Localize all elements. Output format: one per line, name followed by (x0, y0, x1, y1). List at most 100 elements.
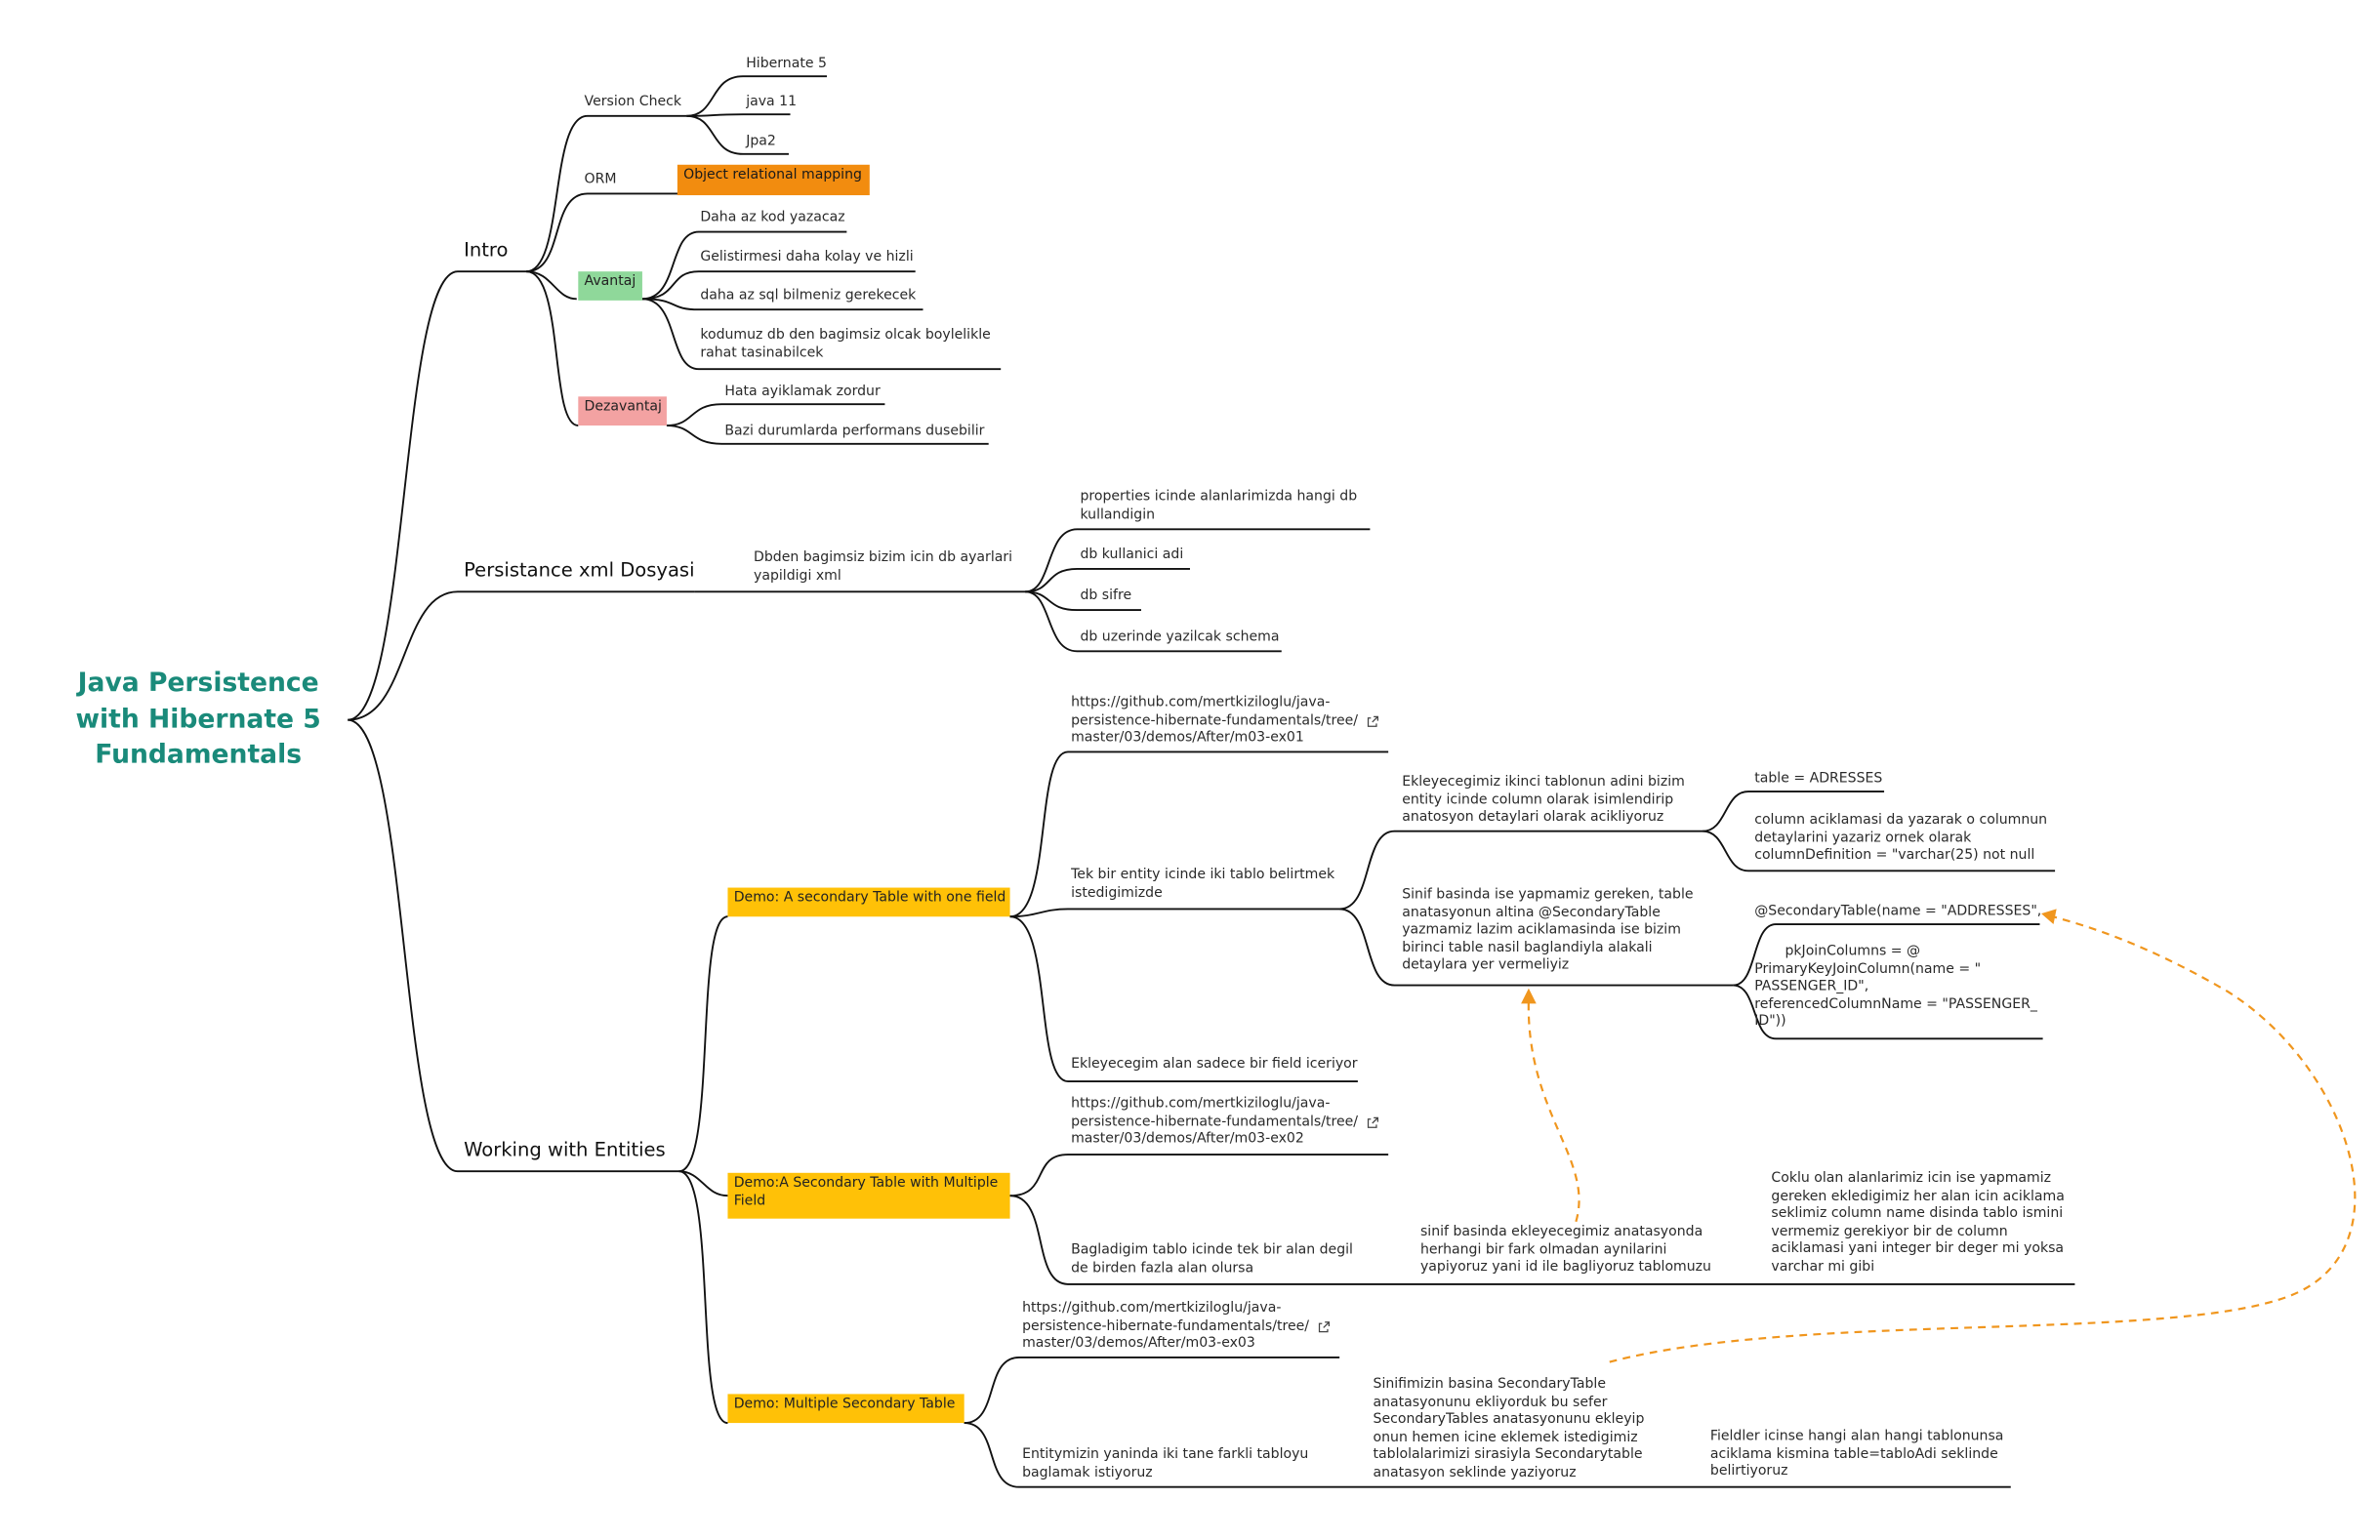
text-line: Demo:A Secondary Table with Multiple (733, 1175, 999, 1192)
topic-db-sifre[interactable]: db sifre (1080, 588, 1132, 604)
topic-demo-one-field[interactable]: Demo: A secondary Table with one field (727, 887, 1010, 917)
external-link-icon[interactable] (1366, 1116, 1379, 1130)
topic-kodumuz-db-bagimsiz[interactable]: kodumuz db den bagimsiz olcak boylelikle… (700, 328, 990, 363)
text-line: herhangi bir fark olmadan aynilarini (1419, 1241, 1667, 1258)
topic-entitymizin[interactable]: Entitymizin yaninda iki tane farkli tabl… (1022, 1447, 1308, 1482)
topic-java-11[interactable]: java 11 (746, 94, 798, 110)
text-line: persistence-hibernate-fundamentals/tree/ (1022, 1318, 1310, 1334)
topic-ikinci-tablo[interactable]: Ekleyecegimiz ikinci tablonun adini bizi… (1402, 775, 1685, 828)
text-line: anatosyon detaylari olarak acikliyoruz (1402, 809, 1664, 826)
topic-secondary-table-annotation[interactable]: @SecondaryTable(name = "ADDRESSES", (1754, 904, 2042, 920)
text-line: kodumuz db den bagimsiz olcak boylelikle (700, 328, 991, 344)
text-line: https://github.com/mertkiziloglu/java- (1071, 1096, 1331, 1113)
text-line: onun hemen icine eklemek istedigimiz (1373, 1430, 1638, 1445)
text-line: istedigimizde (1071, 885, 1163, 901)
topic-url-m03-ex01[interactable]: https://github.com/mertkiziloglu/java- p… (1071, 696, 1358, 749)
topic-ekleyecegim-alan[interactable]: Ekleyecegim alan sadece bir field iceriy… (1071, 1057, 1358, 1073)
text-line: pkJoinColumns = @ (1785, 944, 1921, 960)
topic-daha-az-kod[interactable]: Daha az kod yazacaz (700, 210, 845, 226)
topic-jpa2[interactable]: Jpa2 (746, 134, 776, 150)
external-link-icon[interactable] (1317, 1320, 1331, 1334)
text-line: referencedColumnName = "PASSENGER_ (1754, 996, 2037, 1012)
root-topic[interactable]: Java Persistence with Hibernate 5 Fundam… (62, 667, 336, 774)
topic-demo-multiple-secondary[interactable]: Demo: Multiple Secondary Table (727, 1394, 964, 1424)
topic-db-kullanici[interactable]: db kullanici adi (1080, 547, 1184, 563)
text-line: Sinifimizin basina SecondaryTable (1373, 1377, 1606, 1393)
topic-object-relational-mapping[interactable]: Object relational mapping (677, 164, 870, 196)
topic-column-aciklamasi[interactable]: column aciklamasi da yazarak o columnun … (1754, 813, 2047, 866)
text-line: Tek bir entity icinde iki tablo belirtme… (1071, 868, 1335, 883)
topic-gelistirmesi-kolay[interactable]: Gelistirmesi daha kolay ve hizli (700, 250, 914, 265)
text-line: tablolalarimizi sirasiyla Secondarytable (1373, 1447, 1643, 1463)
text-line: persistence-hibernate-fundamentals/tree/ (1071, 712, 1359, 729)
topic-orm[interactable]: ORM (584, 172, 617, 188)
root-title-line-2: with Hibernate 5 (75, 704, 321, 735)
text-line: Bagladigim tablo icinde tek bir alan deg… (1071, 1242, 1353, 1259)
topic-persistance-xml[interactable]: Persistance xml Dosyasi (464, 557, 695, 582)
text-line: anatasyonunu ekliyorduk bu sefer (1373, 1395, 1608, 1410)
topic-sinif-basinda[interactable]: Sinif basinda ise yapmamiz gereken, tabl… (1402, 888, 1693, 976)
topic-tek-bir-entity[interactable]: Tek bir entity icinde iki tablo belirtme… (1071, 868, 1334, 903)
topic-hibernate-5[interactable]: Hibernate 5 (746, 56, 827, 72)
text-line: baglamak istiyoruz (1022, 1465, 1153, 1480)
text-line: birinci table nasil baglandiyla alakali (1402, 940, 1653, 956)
text-line: entity icinde column olarak isimlendirip (1402, 791, 1674, 808)
topic-intro[interactable]: Intro (464, 237, 509, 262)
text-line: anatasyonun altina @SecondaryTable (1402, 905, 1661, 921)
text-line: Sinif basinda ise yapmamiz gereken, tabl… (1402, 887, 1694, 904)
text-line: sinif basinda ekleyecegimiz anatasyonda (1419, 1224, 1703, 1240)
topic-dbden-bagimsiz[interactable]: Dbden bagimsiz bizim icin db ayarlari ya… (754, 550, 1012, 586)
topic-properties[interactable]: properties icinde alanlarimizda hangi db… (1080, 490, 1357, 525)
text-line: properties icinde alanlarimizda hangi db (1080, 489, 1358, 506)
text-line: Dbden bagimsiz bizim icin db ayarlari (754, 550, 1013, 566)
topic-pk-join-columns[interactable]: pkJoinColumns = @ PrimaryKeyJoinColumn(n… (1754, 944, 2037, 1032)
root-title-line-1: Java Persistence (77, 668, 319, 699)
topic-version-check[interactable]: Version Check (584, 94, 682, 110)
topic-hata-ayiklamak[interactable]: Hata ayiklamak zordur (724, 384, 881, 400)
topic-demo-multiple-field[interactable]: Demo:A Secondary Table with Multiple Fie… (727, 1172, 1010, 1219)
text-line: Ekleyecegimiz ikinci tablonun adini bizi… (1402, 774, 1685, 790)
topic-daha-az-sql[interactable]: daha az sql bilmeniz gerekecek (700, 288, 917, 304)
external-link-icon[interactable] (1366, 715, 1379, 729)
text-line: aciklamasi yani integer bir deger mi yok… (1771, 1241, 2065, 1257)
text-line: column aciklamasi da yazarak o columnun (1754, 812, 2048, 829)
topic-bagladigim-tablo[interactable]: Bagladigim tablo icinde tek bir alan deg… (1071, 1243, 1353, 1278)
text-line: Field (733, 1193, 766, 1209)
text-line: yapiyoruz yani id ile bagliyoruz tablomu… (1419, 1259, 1711, 1276)
text-line: varchar mi gibi (1771, 1259, 1875, 1275)
text-line: detaylarini yazariz ornek olarak (1754, 830, 1972, 846)
text-line: Entitymizin yaninda iki tane farkli tabl… (1022, 1447, 1309, 1463)
topic-table-adresses[interactable]: table = ADRESSES (1754, 771, 1883, 788)
text-line: vermemiz gerekiyor bir de column (1771, 1224, 2008, 1239)
topic-fieldler-icinse[interactable]: Fieldler icinse hangi alan hangi tablonu… (1710, 1429, 2004, 1481)
text-line: SecondaryTables anatasyonunu ekleyip (1373, 1412, 1645, 1428)
topic-url-m03-ex03[interactable]: https://github.com/mertkiziloglu/java- p… (1022, 1301, 1309, 1354)
topic-sinif-basina-ekleyecegimiz[interactable]: sinif basinda ekleyecegimiz anatasyonda … (1420, 1225, 1711, 1277)
text-line: yazmamiz lazim aciklamasinda ise bizim (1402, 922, 1681, 939)
topic-performans[interactable]: Bazi durumlarda performans dusebilir (724, 424, 985, 440)
topic-avantaj[interactable]: Avantaj (578, 271, 642, 301)
topic-db-schema[interactable]: db uzerinde yazilcak schema (1080, 629, 1280, 646)
text-line: https://github.com/mertkiziloglu/java- (1071, 695, 1331, 711)
text-line: PrimaryKeyJoinColumn(name = " (1754, 961, 1982, 977)
text-line: master/03/demos/After/m03-ex03 (1022, 1336, 1255, 1352)
topic-sinifimizin-basina[interactable]: Sinifimizin basina SecondaryTable anatas… (1374, 1377, 1645, 1482)
text-line: belirtiyoruz (1709, 1464, 1788, 1479)
topic-coklu-alanlar[interactable]: Coklu olan alanlarimiz icin ise yapmamiz… (1771, 1171, 2064, 1277)
topic-working-with-entities[interactable]: Working with Entities (464, 1137, 666, 1161)
text-line: de birden fazla alan olursa (1071, 1260, 1254, 1277)
text-line: anatasyon seklinde yaziyoruz (1373, 1465, 1577, 1480)
text-line: Fieldler icinse hangi alan hangi tablonu… (1709, 1429, 2004, 1444)
text-line: master/03/demos/After/m03-ex01 (1071, 730, 1304, 747)
text-line: gereken ekledigimiz her alan icin acikla… (1771, 1189, 2065, 1204)
text-line: persistence-hibernate-fundamentals/tree/ (1071, 1114, 1359, 1130)
text-line: Coklu olan alanlarimiz icin ise yapmamiz (1771, 1171, 2052, 1187)
topic-url-m03-ex02[interactable]: https://github.com/mertkiziloglu/java- p… (1071, 1097, 1358, 1150)
text-line: rahat tasinabilcek (700, 344, 824, 361)
text-line: columnDefinition = "varchar(25) not null (1754, 847, 2035, 864)
text-line: aciklama kismina table=tabloAdi seklinde (1709, 1446, 1998, 1462)
topic-dezavantaj[interactable]: Dezavantaj (578, 396, 667, 426)
text-line: https://github.com/mertkiziloglu/java- (1022, 1301, 1282, 1317)
